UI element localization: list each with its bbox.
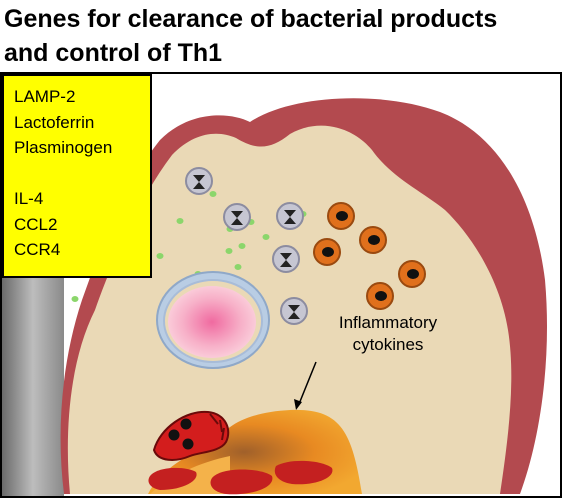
gene-lactoferrin: Lactoferrin: [14, 112, 95, 132]
cytokines-label-line-2: cytokines: [352, 335, 424, 354]
title-line-1: Genes for clearance of bacterial product…: [4, 5, 498, 33]
macrophage-cell: [280, 297, 308, 325]
cytokines-label-line-1: Inflammatory: [338, 313, 438, 332]
gene-ccr4: CCR4: [14, 240, 61, 259]
gene-lamp2: LAMP-2: [14, 87, 76, 106]
neutrophil-cell: [359, 226, 387, 254]
infected-cell: [152, 410, 230, 461]
gene-group-spacer: [14, 161, 150, 187]
neutrophil-cell: [398, 260, 426, 288]
neutrophil-cell: [313, 238, 341, 266]
gray-wall: [2, 278, 64, 496]
macrophage-cell: [223, 203, 251, 231]
neutrophil-cell: [327, 202, 355, 230]
gene-plasminogen: Plasminogen: [14, 138, 113, 157]
diagram-panel: [0, 72, 562, 498]
red-blood-cells: [148, 460, 333, 495]
gene-il4: IL-4: [14, 189, 44, 208]
blood-vessel: [156, 271, 270, 369]
bacteria-dots: [71, 191, 307, 302]
neutrophil-cell: [366, 282, 394, 310]
figure-title: Genes for clearance of bacterial product…: [4, 2, 560, 70]
gene-list-box: LAMP-2 Lactoferrin Plasminogen IL-4 CCL2…: [2, 74, 152, 278]
macrophage-cell: [272, 245, 300, 273]
cytokine-arrow: [294, 361, 317, 410]
macrophage-cell: [185, 167, 213, 195]
tissue-diagram: [0, 72, 562, 498]
macrophage-cell: [276, 202, 304, 230]
gene-ccl2: CCL2: [14, 214, 58, 234]
title-line-2: and control of Th1: [4, 39, 223, 67]
cytokines-label: Inflammatory cytokines: [318, 312, 458, 356]
